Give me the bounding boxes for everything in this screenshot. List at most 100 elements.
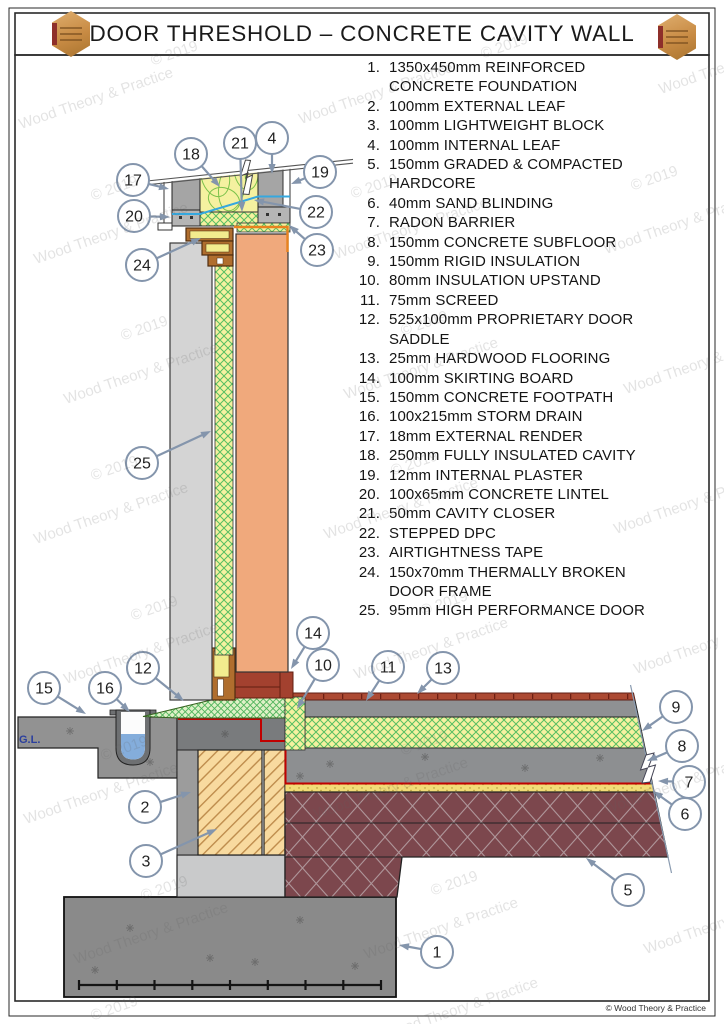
callout-number: 17 xyxy=(124,173,142,190)
callout-leader-line xyxy=(200,165,215,181)
callout-11: 11 xyxy=(366,650,405,701)
callout-1: 1 xyxy=(399,935,454,969)
callout-bubble xyxy=(611,873,645,907)
render-stop-bead xyxy=(157,222,173,231)
callout-number: 16 xyxy=(96,681,114,698)
stepped-dpc xyxy=(172,195,290,215)
sand-blinding xyxy=(284,783,655,793)
drain-water xyxy=(121,734,145,760)
callout-bubble xyxy=(303,155,337,189)
callout-leader-line xyxy=(159,793,183,804)
callout-7: 7 xyxy=(658,765,706,799)
callout-16: 16 xyxy=(88,671,130,712)
legend-item-line: 150mm RIGID INSULATION xyxy=(389,253,581,271)
callout-number: 5 xyxy=(624,883,633,900)
legend-item-number: 18. xyxy=(358,447,380,465)
callout-22: 22 xyxy=(254,195,333,229)
legend-item: 16. 100x215mm STORM DRAIN xyxy=(346,407,702,426)
legend-item-number: 16. xyxy=(358,408,380,426)
legend-item: 14.100mm SKIRTING BOARD xyxy=(346,369,702,388)
callout-arrowhead-icon xyxy=(647,753,658,761)
legend-item-number: 5. xyxy=(367,156,380,174)
callout-number: 22 xyxy=(307,205,325,222)
legend-item-line: STEPPED DPC xyxy=(389,524,496,542)
legend-item-text: 75mm SCREED xyxy=(389,291,498,310)
door-leaf-section xyxy=(169,242,213,701)
legend-item-line: 150mm GRADED & COMPACTED xyxy=(389,156,623,174)
callout-bubble xyxy=(426,651,460,685)
legend-item: 2.100mm EXTERNAL LEAF xyxy=(346,97,702,116)
callout-leader-line xyxy=(160,831,210,856)
legend-item-number: 19. xyxy=(358,466,380,484)
legend-item: 25.95mm HIGH PERFORMANCE DOOR xyxy=(346,601,702,620)
callout-leader-line xyxy=(369,679,381,695)
callout-18: 18 xyxy=(174,137,220,187)
callout-arrowhead-icon xyxy=(268,164,276,174)
legend-item-number: 7. xyxy=(367,214,380,232)
callout-bubble xyxy=(299,195,333,229)
callout-arrowhead-icon xyxy=(254,198,265,206)
door-edge-insulation xyxy=(214,265,234,656)
concrete-footpath xyxy=(17,716,178,779)
legend-item-text: AIRTIGHTNESS TAPE xyxy=(389,543,543,562)
legend-item-line: 50mm CAVITY CLOSER xyxy=(389,505,556,523)
logo-text-line xyxy=(666,30,688,32)
callout-leader-line xyxy=(648,715,664,727)
legend-item-text: 95mm HIGH PERFORMANCE DOOR xyxy=(389,601,645,620)
callout-bubble xyxy=(665,729,699,763)
legend-item-text: 100mm SKIRTING BOARD xyxy=(389,369,573,388)
high-performance-door xyxy=(235,233,289,673)
door-frame-head xyxy=(185,227,234,267)
legend-item: 15.150mm CONCRETE FOOTPATH xyxy=(346,388,702,407)
callout-arrowhead-icon xyxy=(366,690,375,701)
legend-item-text: 100x65mm CONCRETE LINTEL xyxy=(389,485,609,504)
callout-13: 13 xyxy=(417,651,460,694)
legend-item-text: 25mm HARDWOOD FLOORING xyxy=(389,349,610,368)
legend-item-number: 3. xyxy=(367,117,380,135)
legend-item-text: 12mm INTERNAL PLASTER xyxy=(389,466,583,485)
legend-item-text: 100mm LIGHTWEIGHT BLOCK xyxy=(389,116,604,135)
callout-number: 9 xyxy=(672,700,681,717)
legend-item: 22.STEPPED DPC xyxy=(346,524,702,543)
callout-leader-line xyxy=(156,240,194,260)
logo-text-line xyxy=(666,36,688,38)
legend-item-line: 40mm SAND BLINDING xyxy=(389,194,554,212)
callout-leader-line xyxy=(239,158,243,204)
legend-item-line: 100x215mm STORM DRAIN xyxy=(389,408,583,426)
logo-text-line xyxy=(60,33,82,35)
cavity-closer xyxy=(199,211,259,227)
logo-text-line xyxy=(60,27,82,29)
callout-number: 11 xyxy=(380,660,397,677)
callout-bubble xyxy=(223,126,257,160)
legend-item-text: 40mm SAND BLINDING xyxy=(389,194,553,213)
callout-bubble xyxy=(88,671,122,705)
callout-arrowhead-icon xyxy=(289,225,299,235)
callout-arrowhead-icon xyxy=(586,858,597,867)
rigid-insulation xyxy=(304,716,646,749)
callout-bubble xyxy=(306,648,340,682)
lightweight-block xyxy=(197,749,263,856)
callout-bubble xyxy=(27,671,61,705)
legend-item-text: 80mm INSULATION UPSTAND xyxy=(389,271,601,290)
callout-arrowhead-icon xyxy=(653,791,664,800)
callout-5: 5 xyxy=(586,858,645,907)
logo-ribbon xyxy=(52,23,57,45)
legend-item-line: 250mm FULLY INSULATED CAVITY xyxy=(389,447,636,465)
legend-item-text: 100mm INTERNAL LEAF xyxy=(389,136,560,155)
legend-item: 19. 12mm INTERNAL PLASTER xyxy=(346,466,702,485)
legend-item-line: 100mm LIGHTWEIGHT BLOCK xyxy=(389,117,605,135)
legend-item-text: 18mm EXTERNAL RENDER xyxy=(389,427,583,446)
legend-item-number: 17. xyxy=(358,427,380,445)
page-title: DOOR THRESHOLD – CONCRETE CAVITY WALL xyxy=(89,21,635,46)
break-symbol-wall xyxy=(239,159,254,196)
callout-leader-line xyxy=(592,862,616,882)
legend-item-line: AIRTIGHTNESS TAPE xyxy=(389,544,544,562)
